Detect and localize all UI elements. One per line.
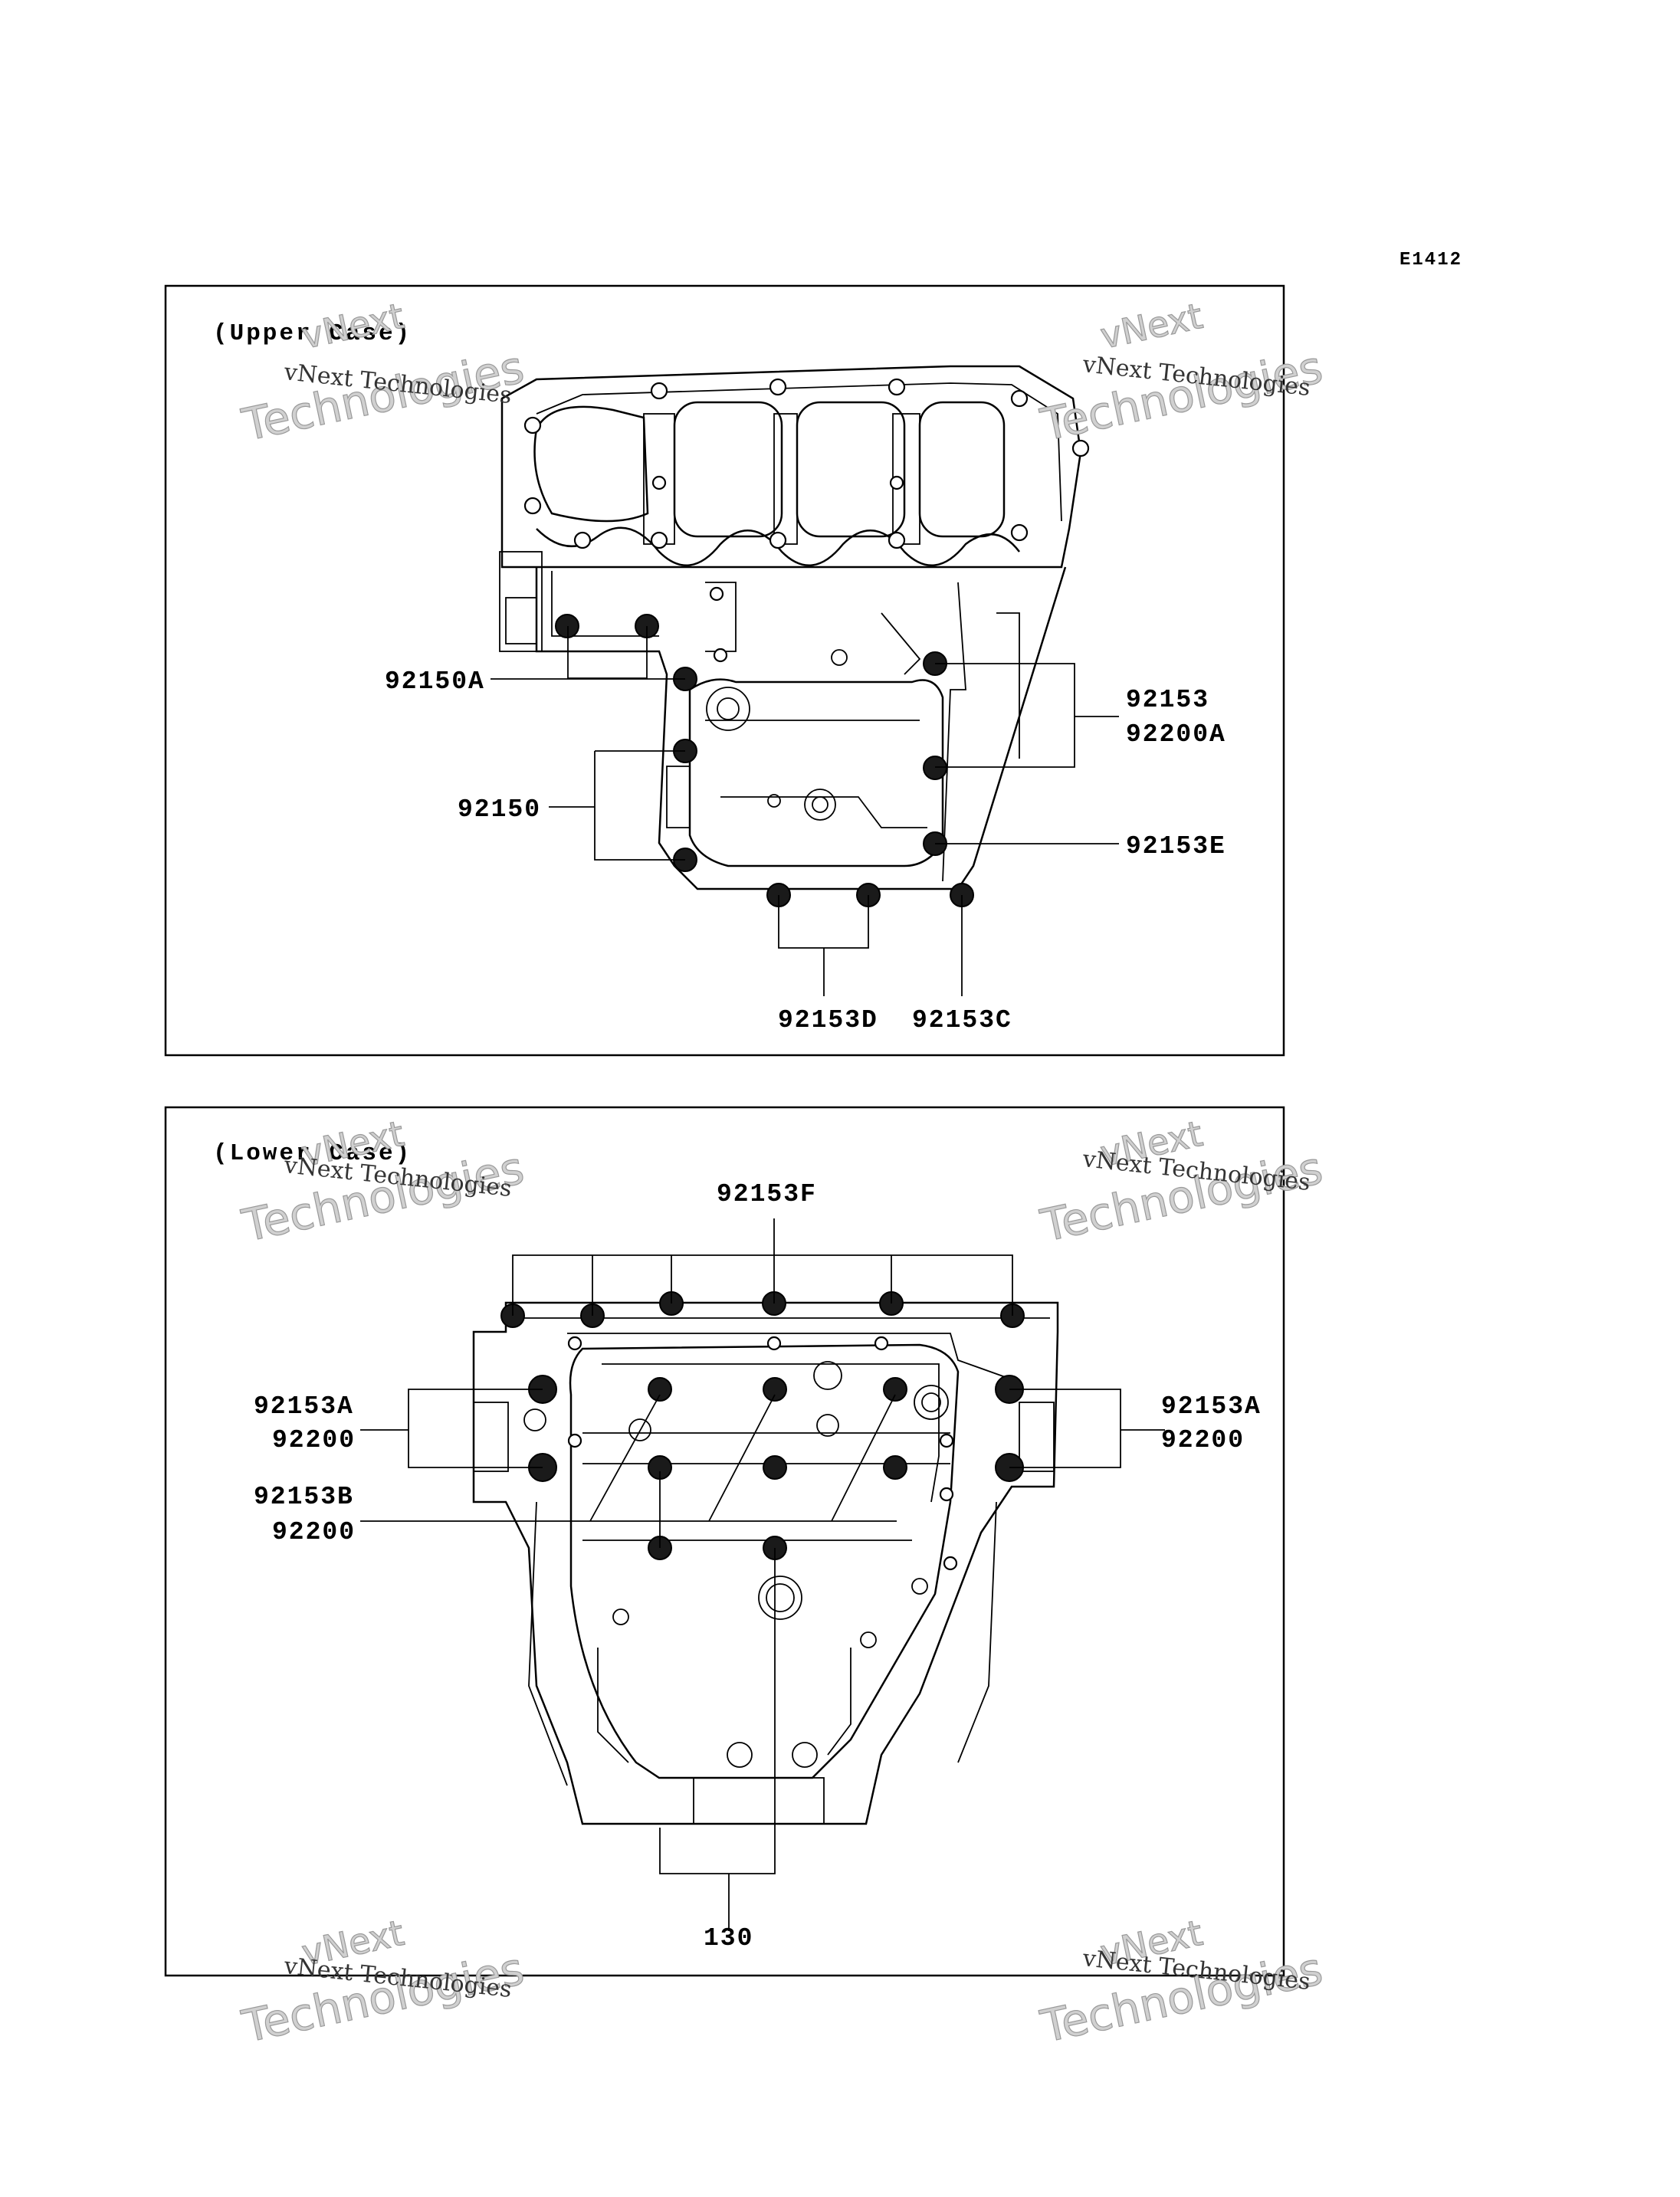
label-92153d: 92153D (778, 1006, 878, 1035)
label-92153a-right: 92153A (1161, 1392, 1262, 1421)
label-92153c: 92153C (912, 1006, 1012, 1035)
label-92153f: 92153F (717, 1180, 817, 1208)
svg-text:vNext: vNext (298, 295, 408, 357)
upper-crankcase-drawing (499, 365, 1090, 890)
label-92150a: 92150A (385, 667, 485, 696)
upper-leaders (491, 626, 1119, 996)
label-130: 130 (704, 1924, 753, 1953)
upper-bolts (555, 614, 974, 907)
lower-crankcase-drawing (472, 1301, 1059, 1825)
watermark: vNext Technologies vNext Technologies (237, 1911, 529, 2053)
label-92200-left: 92200 (272, 1426, 356, 1454)
label-92153: 92153 (1126, 686, 1209, 714)
label-92150: 92150 (458, 795, 541, 824)
label-92153e: 92153E (1126, 832, 1226, 861)
diagram-code: E1412 (1399, 250, 1462, 271)
lower-panel-frame (164, 1106, 1285, 1977)
upper-panel-title: (Upper Case) (213, 320, 412, 347)
label-92153b: 92153B (254, 1483, 354, 1511)
label-92200-right: 92200 (1161, 1426, 1245, 1454)
lower-bolts (500, 1291, 1025, 1560)
upper-case-panel: (Upper Case) (164, 284, 1285, 1057)
watermarks: vNext Technologies vNext Technologies vN… (237, 294, 1327, 2053)
label-92200-center: 92200 (272, 1518, 356, 1546)
label-92153a-left: 92153A (254, 1392, 354, 1421)
watermark: vNext Technologies vNext Technologies (237, 294, 529, 451)
label-92200a: 92200A (1126, 720, 1226, 749)
lower-leaders (360, 1218, 1165, 1931)
upper-panel-frame (164, 284, 1285, 1057)
lower-case-panel: (Lower Case) (164, 1106, 1285, 1977)
svg-text:vNext: vNext (1097, 295, 1206, 357)
lower-panel-title: (Lower Case) (213, 1140, 412, 1167)
watermark: vNext Technologies vNext Technologies (237, 1112, 529, 1252)
